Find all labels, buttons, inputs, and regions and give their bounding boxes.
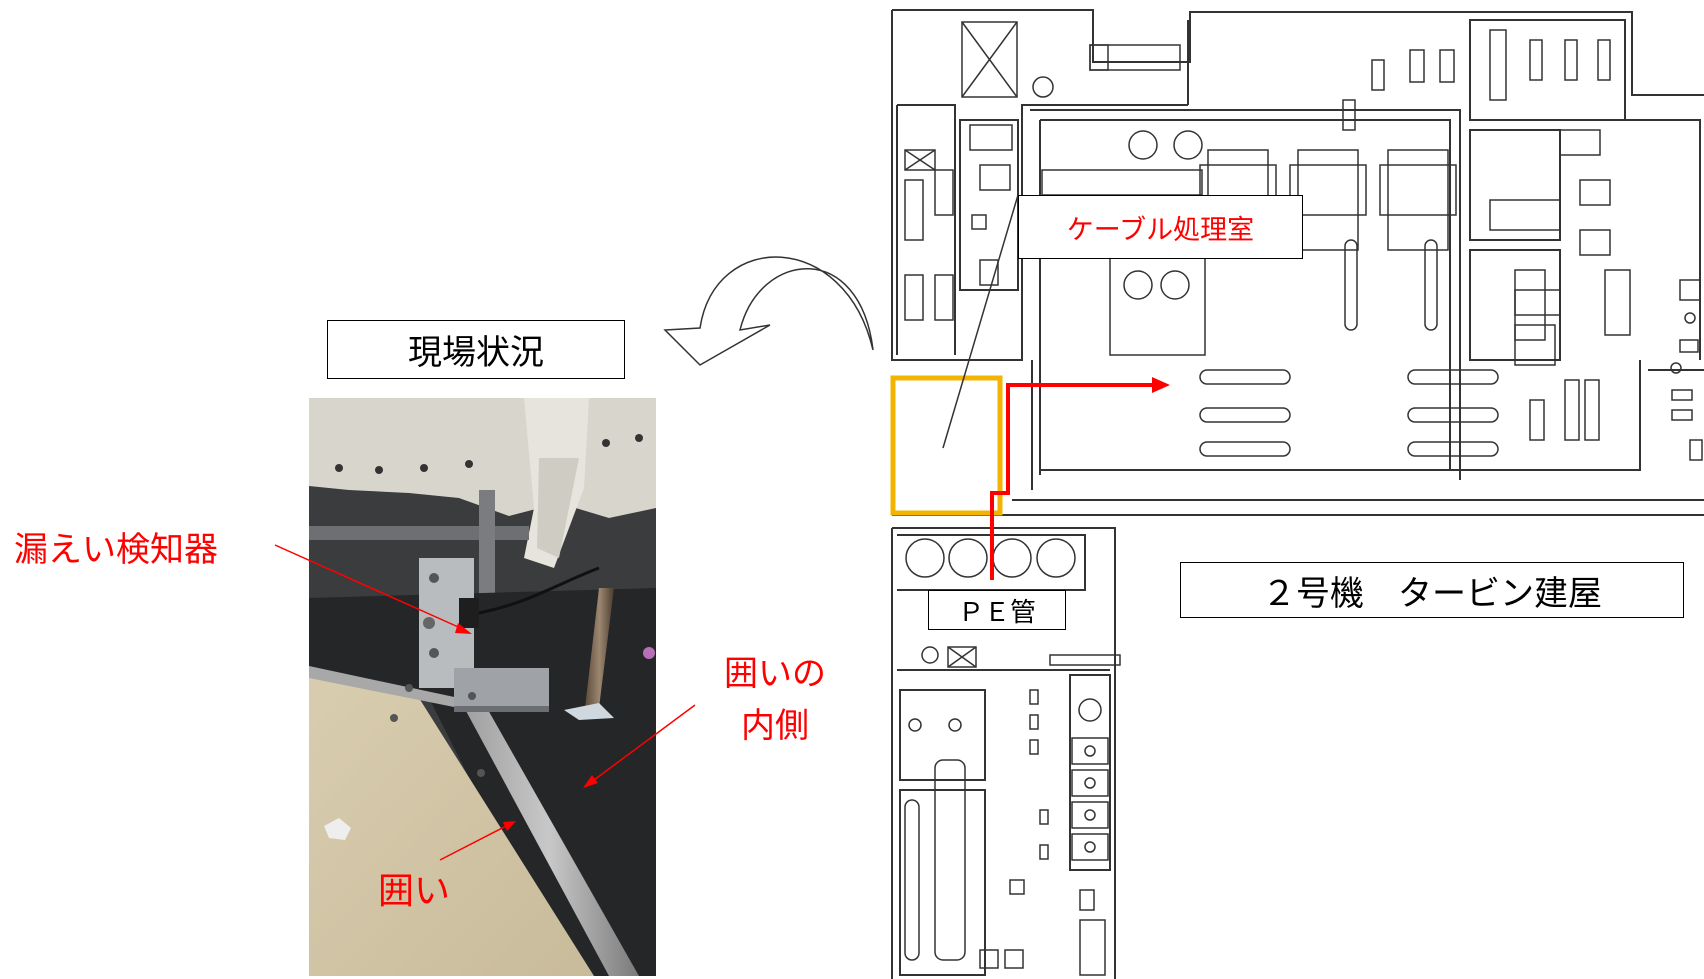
pe-pipe-route [990, 383, 1160, 580]
cable-room-highlight [890, 375, 1003, 516]
site-condition-label: 現場状況 [327, 320, 625, 379]
building-label: ２号機 タービン建屋 [1180, 562, 1684, 618]
enclosure-inside-line2: 内側 [741, 706, 809, 746]
enclosure-text: 囲い [378, 871, 451, 912]
cable-room-label: ケーブル処理室 [1018, 195, 1303, 259]
enclosure-inside-label: 囲いの 内側 [700, 648, 850, 752]
building-text: ２号機 タービン建屋 [1262, 573, 1602, 614]
enclosure-label: 囲い [378, 862, 450, 914]
leak-detector-text: 漏えい検知器 [14, 530, 218, 570]
leak-detector-label: 漏えい検知器 [14, 522, 218, 571]
pe-pipe-text: ＰＥ管 [957, 597, 1036, 628]
site-photo [309, 398, 656, 976]
direction-arrow [663, 256, 874, 366]
cable-room-text: ケーブル処理室 [1066, 214, 1255, 246]
site-condition-text: 現場状況 [408, 333, 544, 373]
enclosure-inside-line1: 囲いの [724, 654, 826, 694]
pe-pipe-label: ＰＥ管 [928, 590, 1066, 630]
